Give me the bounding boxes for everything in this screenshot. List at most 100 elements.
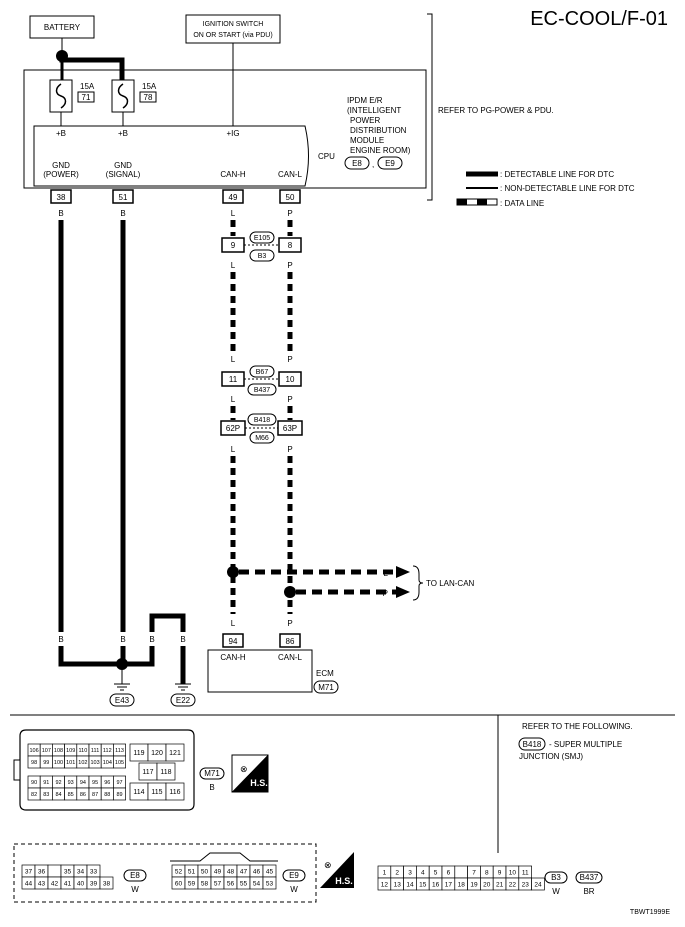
b3-pin-5: 5 (434, 869, 438, 876)
can-h-wire: L L L L L L (230, 209, 236, 628)
m71-pin-101: 101 (66, 760, 75, 766)
ipdm-conn2: E9 (385, 159, 395, 168)
term-50: 50 (279, 189, 301, 204)
svg-text:P: P (287, 355, 292, 364)
svg-text:38: 38 (57, 193, 66, 202)
b3-pin-10: 10 (509, 869, 517, 876)
m71-pin-84: 84 (55, 792, 61, 798)
fuse1-num: 71 (82, 93, 91, 102)
svg-text:P: P (287, 619, 292, 628)
e8-pin-34: 34 (77, 868, 85, 875)
m71-pin-116-cell (165, 782, 185, 801)
m71-pin-96: 96 (104, 780, 110, 786)
b3-pin-22: 22 (509, 881, 517, 888)
junction-b67: 11 10 B67 B437 (221, 365, 302, 396)
m71-pin-91: 91 (43, 780, 49, 786)
m71-pin-117: 117 (142, 769, 153, 776)
ipdm-line-2: (INTELLIGENT (347, 106, 401, 115)
ground-e22: E22 (176, 696, 191, 705)
ipdm-line-5: MODULE (350, 136, 384, 145)
svg-text:P: P (287, 261, 292, 270)
m71-pin-105-cell (113, 755, 126, 769)
svg-text:51: 51 (119, 193, 128, 202)
wire-color-b-e22: B (180, 635, 185, 644)
svg-text:10: 10 (286, 375, 295, 384)
e8-pin-37: 37 (25, 868, 33, 875)
wire-color-b-38b: B (58, 635, 63, 644)
b3-pin-9: 9 (498, 869, 502, 876)
b3-pin-15: 15 (419, 881, 427, 888)
svg-text:63P: 63P (283, 424, 297, 433)
m71-pin-108: 108 (54, 748, 63, 754)
legend-data-seg1 (457, 199, 467, 205)
svg-text:B437: B437 (254, 387, 270, 394)
legend-data-seg2 (477, 199, 487, 205)
can-h-label: CAN-H (220, 170, 246, 179)
wire-gnd-power-bottom (58, 646, 122, 667)
b3-name: B3 (551, 873, 561, 882)
fuse2-symbol (117, 83, 129, 109)
b3-pin-13: 13 (394, 881, 402, 888)
legend-data: : DATA LINE (500, 199, 544, 208)
b3-pin-21: 21 (496, 881, 504, 888)
e9-name: E9 (289, 871, 299, 880)
svg-text:B67: B67 (256, 369, 269, 376)
m71-pin-118-cell (156, 762, 176, 781)
pin-b2: +B (118, 129, 128, 138)
ignition-box (185, 14, 281, 44)
e8-pin-41: 41 (64, 880, 72, 887)
e9-pin-54: 54 (253, 880, 261, 887)
e9-pin-59: 59 (188, 880, 196, 887)
gnd-power-l2: (POWER) (43, 170, 79, 179)
m71-pin-94: 94 (80, 780, 86, 786)
b3-pin-blank-cell (454, 865, 468, 879)
ground-e43-symbol (114, 670, 130, 691)
m71-connector-key (13, 759, 21, 781)
term-51: 51 (112, 189, 134, 204)
svg-text:8: 8 (288, 241, 293, 250)
can-l-arrow (396, 586, 410, 598)
svg-text:94: 94 (229, 637, 238, 646)
fuse1-amp: 15A (80, 82, 95, 91)
m71-pin-120: 120 (151, 750, 163, 757)
m71-pin-114: 114 (133, 789, 144, 796)
wire-gnd-loop (149, 613, 186, 632)
ecm-can-h: CAN-H (220, 653, 246, 662)
image-code: TBWT1999E (630, 909, 670, 916)
smj-conn-box (518, 737, 546, 751)
e9-pin-60: 60 (175, 880, 183, 887)
junction-e105: 9 8 E105 B3 (221, 231, 302, 262)
ecm-pin-94: 94 (222, 633, 244, 648)
e8-pin-39: 39 (90, 880, 98, 887)
e8-pin-38: 38 (103, 880, 111, 887)
can-h-branch-color: L (384, 569, 389, 578)
e8-pin-40: 40 (77, 880, 85, 887)
e8-pin-38-cell (99, 876, 114, 890)
b3-pin-2: 2 (395, 869, 399, 876)
m71-pin-115: 115 (151, 789, 162, 796)
svg-text:L: L (231, 209, 236, 218)
m71-name: M71 (204, 769, 220, 778)
e9-name-box (282, 869, 306, 882)
svg-text:E105: E105 (254, 235, 270, 242)
m71-pin-104: 104 (103, 760, 112, 766)
m71-pin-90: 90 (31, 780, 37, 786)
battery-feed-2 (59, 56, 125, 80)
svg-text:H.S.: H.S. (250, 778, 268, 788)
svg-text:L: L (231, 395, 236, 404)
m71-pin-87: 87 (92, 792, 98, 798)
m71-pin-92: 92 (55, 780, 61, 786)
e8-pin-43: 43 (38, 880, 46, 887)
svg-text:P: P (287, 209, 292, 218)
can-h-splice (227, 566, 239, 578)
m71-pin-82: 82 (31, 792, 37, 798)
smj-text2: JUNCTION (SMJ) (519, 752, 583, 761)
e9-color: W (290, 885, 298, 894)
m71-pin-98: 98 (31, 760, 37, 766)
e9-hood (170, 852, 278, 862)
